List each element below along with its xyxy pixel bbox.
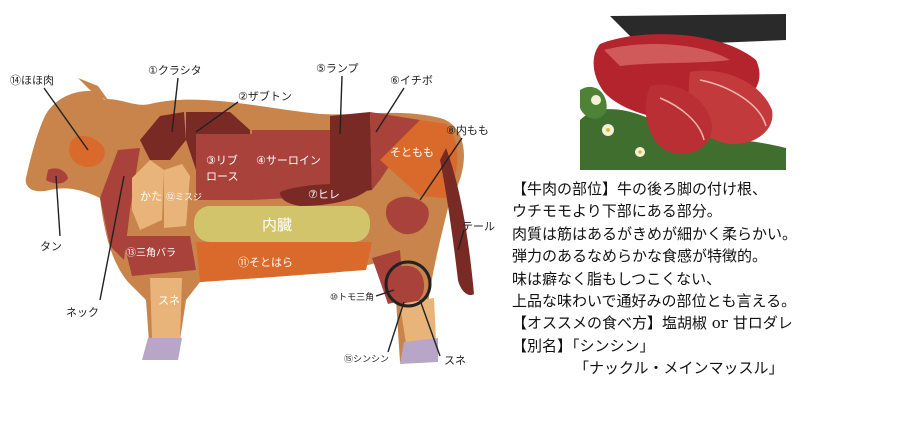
label-tomosankaku: ⑩トモ三角 (330, 291, 374, 303)
description-text: 【牛肉の部位】牛の後ろ脚の付け根、 ウチモモより下部にある部分。 肉質は筋はある… (512, 178, 897, 380)
label-ichibo: ⑥イチボ (390, 74, 433, 87)
label-hohoniku: ⑭ほほ肉 (10, 74, 54, 87)
hoof-rear (400, 338, 438, 364)
description-line: 【オススメの食べ方】塩胡椒 or 甘ロダレ (512, 314, 793, 333)
label-sirloin: ④サーロイン (256, 154, 321, 167)
cut-uchimomo (385, 196, 429, 235)
label-zabuton: ②ザブトン (238, 89, 292, 103)
cut-ribroast (196, 134, 252, 200)
cut-sirloin (252, 130, 330, 200)
cut-sotomomo (380, 120, 458, 198)
label-sune-rear: スネ (444, 354, 466, 367)
label-neck: ネック (66, 306, 99, 319)
label-ribroast-2: ロース (206, 170, 238, 183)
label-uchimomo: ⑧内もも (446, 123, 489, 137)
cut-sune-front (150, 278, 182, 340)
label-misuji: ⑫ミスジ (166, 192, 202, 203)
label-naizou: 内臓 (262, 216, 292, 234)
cut-rump (330, 112, 372, 196)
label-kurashita: ①クラシタ (148, 64, 202, 77)
cut-neck (100, 148, 140, 260)
label-hire: ⑦ヒレ (308, 188, 340, 201)
meat-photo (578, 12, 786, 170)
label-sune-front: スネ (158, 294, 180, 307)
label-ribroast-1: ③リブ (206, 153, 238, 167)
cut-hire (280, 184, 372, 206)
highlight-circle (384, 260, 432, 308)
cut-sune-rear (400, 298, 436, 344)
description-line: 肉質は筋はあるがきめが細かく柔らかい。 (512, 224, 798, 243)
label-sankakubara: ⑬三角バラ (126, 247, 176, 259)
cut-tan (46, 168, 68, 184)
hoof-front (142, 338, 182, 360)
label-tail: テール (462, 220, 495, 233)
description-line: 弾力のあるなめらかな食感が特徴的。 (512, 247, 768, 266)
cut-sankakubara (122, 236, 196, 276)
cut-kata (132, 160, 164, 230)
label-sotomomo: そともも (390, 146, 434, 159)
label-tan: タン (40, 240, 62, 253)
label-shinshin: ⑮シンシン (344, 354, 389, 365)
label-sotohara: ⑪そとはら (238, 256, 293, 269)
description-line: ウチモモより下部にある部分。 (512, 202, 722, 221)
cut-sotohara (196, 242, 372, 282)
leader-lines (43, 75, 465, 357)
cut-hohoniku (69, 135, 105, 167)
description-line: 【別名】「シンシン」 (512, 336, 655, 355)
description-line: 【牛肉の部位】牛の後ろ脚の付け根、 (512, 180, 768, 198)
cut-misuji (164, 164, 190, 228)
cut-naizou (194, 206, 370, 242)
cut-shinshin (396, 265, 424, 305)
label-rump: ⑤ランプ (316, 62, 359, 75)
cut-tail (440, 148, 474, 296)
description-line: 上品な味わいで通好みの部位とも言える。 (512, 291, 797, 310)
description-line: 味は癖なく脂もしつこくない、 (512, 269, 722, 288)
cut-kurashita (140, 112, 186, 160)
description-line-alias: 「ナックル・メインマッスル」 (574, 359, 784, 378)
label-kata: かた (140, 190, 162, 203)
